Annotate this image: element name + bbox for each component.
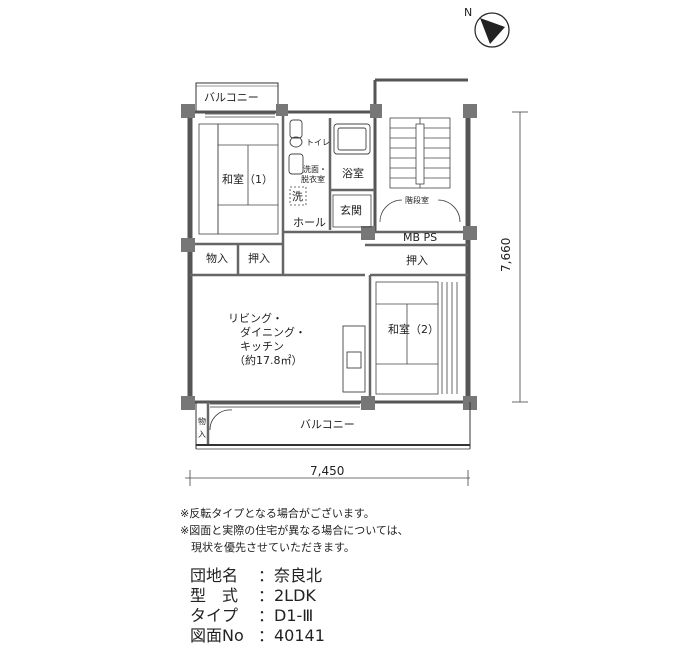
monoire-1-label: 物入 [206, 251, 228, 265]
washing-machine-space [289, 186, 307, 206]
info-row-danchi: 団地名 ：奈良北 [190, 566, 325, 586]
balcony-sliding-window-top [205, 113, 275, 118]
note-line: ※反転タイプとなる場合がございます。 [180, 507, 375, 520]
wall-columns [181, 104, 477, 410]
note-line: 現状を優先させていただきます。 [180, 541, 355, 554]
compass-label: N [464, 6, 472, 19]
tatami-room-1 [198, 123, 279, 235]
senmen-label-1: 洗面・ [303, 164, 327, 174]
mbps-label: MB PS [403, 231, 437, 244]
info-value: ：D1-Ⅲ [258, 606, 314, 625]
washitsu-1-label: 和室（1） [222, 172, 273, 186]
ldk-label-1: リビング・ [228, 311, 283, 325]
unit-info: 団地名 ：奈良北 型 式 ：2LDK タイプ ：D1-Ⅲ 図面No ：40141 [190, 566, 325, 646]
ldk-area-label: （約17.8㎡） [234, 353, 303, 367]
info-row-type: 型 式 ：2LDK [190, 586, 325, 606]
balcony-top-label: バルコニー [204, 91, 259, 104]
tatami-room-2 [375, 281, 458, 395]
bathtub-icon [333, 123, 371, 155]
kitchen-counter [342, 325, 366, 393]
dimension-width-label: 7,450 [310, 464, 344, 478]
info-key: タイプ [190, 606, 239, 625]
monoire-2-label-1: 物 [198, 416, 206, 426]
toilet-label: トイレ [306, 138, 330, 147]
info-key: 団地名 [190, 566, 239, 585]
washbasin-icon [288, 153, 304, 175]
balcony-bottom [195, 402, 471, 450]
hall-label: ホール [293, 216, 326, 229]
dimension-depth [512, 111, 528, 403]
dimension-width [185, 470, 470, 486]
washitsu-2-label: 和室（2） [388, 322, 439, 336]
ldk-label-3: キッチン [240, 340, 284, 353]
oshiire-1-label: 押入 [248, 251, 270, 265]
balcony-bottom-label: バルコニー [300, 418, 355, 431]
north-arrow-icon: N [464, 6, 510, 48]
kaidanshitsu-label: 階段室 [405, 195, 429, 205]
notes: ※反転タイプとなる場合がございます。 ※図面と実際の住宅が異なる場合については、… [180, 505, 409, 556]
sentaku-label: 洗 [292, 190, 303, 203]
info-row-drawing-no: 図面No ：40141 [190, 626, 325, 646]
dimension-depth-label: 7,660 [499, 238, 513, 272]
floor-plan: N バルコニー [181, 6, 528, 486]
info-key: 型 式 [190, 586, 239, 605]
info-value: ：奈良北 [258, 566, 323, 585]
info-key: 図面No [190, 626, 244, 645]
stairwell [379, 117, 461, 223]
interior-walls [190, 112, 468, 445]
balcony-top: バルコニー [195, 82, 279, 112]
note-line: ※図面と実際の住宅が異なる場合については、 [180, 524, 409, 537]
senmen-label-2: 脱衣室 [301, 174, 325, 184]
info-value: ：2LDK [258, 586, 316, 605]
info-value: ：40141 [258, 626, 325, 645]
oshiire-2-label: 押入 [406, 253, 428, 267]
monoire-2-label-2: 入 [198, 430, 206, 439]
ldk-label-2: ダイニング・ [240, 325, 306, 339]
info-row-layout-type: タイプ ：D1-Ⅲ [190, 606, 325, 626]
genkan-area [332, 194, 372, 228]
yokushitsu-label: 浴室 [342, 166, 364, 180]
genkan-label: 玄関 [340, 203, 362, 217]
toilet-fixture-icon [289, 119, 303, 148]
